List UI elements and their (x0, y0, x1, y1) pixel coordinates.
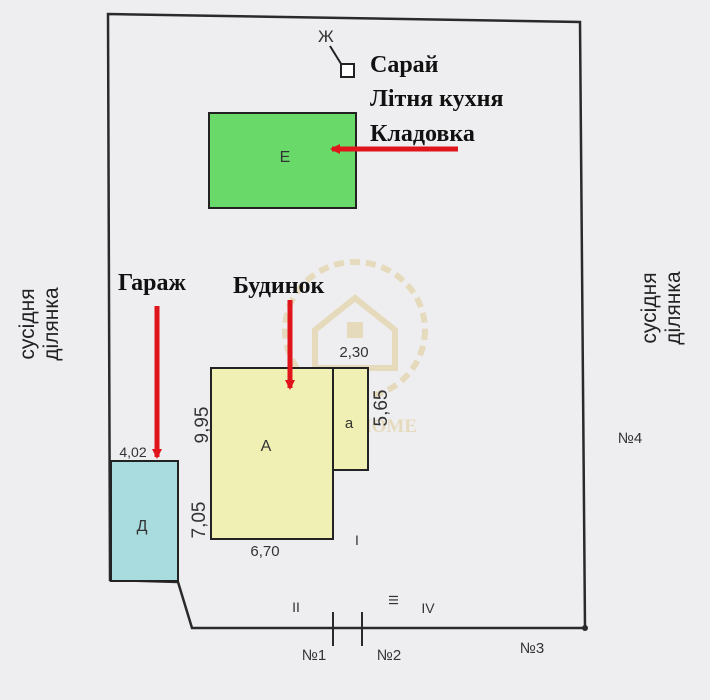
main-house-a (210, 367, 334, 540)
garage-d (110, 460, 179, 582)
neighbor-right-line-2: ділянка (662, 271, 685, 345)
corner-iv: IV (421, 600, 435, 616)
plot-boundary (106, 12, 587, 630)
corner-dot (582, 625, 588, 631)
corner-iii: III (386, 595, 401, 606)
dim-annex-width: 2,30 (339, 344, 368, 361)
dim-garage-depth: 7,05 (189, 502, 210, 539)
neighbor-left-label: сусідня ділянка (16, 274, 64, 374)
label-storeroom: Кладовка (370, 121, 475, 147)
label-house: Будинок (233, 273, 325, 299)
well-symbol: Ж (318, 27, 355, 78)
dim-annex-depth: 5,65 (371, 390, 392, 427)
neighbor-right-line-1: сусідня (638, 272, 661, 344)
label-shed: Сарай (370, 52, 439, 78)
corner-ii: II (292, 599, 300, 615)
neighbor-left-line-2: ділянка (40, 287, 63, 361)
garage-letter: Д (137, 518, 148, 535)
dim-garage-width: 4,02 (119, 444, 146, 460)
dim-house-depth: 9,95 (192, 407, 213, 444)
boundary-n2: №2 (377, 647, 401, 664)
dim-house-width: 6,70 (250, 543, 279, 560)
main-house-letter: А (261, 438, 272, 455)
label-summer-kitchen: Літня кухня (370, 86, 503, 112)
annex-letter: а (345, 415, 354, 432)
boundary-n4: №4 (618, 430, 642, 447)
neighbor-left-line-1: сусідня (16, 288, 39, 360)
boundary-n3: №3 (520, 640, 544, 657)
boundary-n1: №1 (302, 647, 326, 664)
well-marker: Ж (318, 27, 334, 46)
outbuilding-e (208, 112, 357, 209)
label-garage: Гараж (118, 270, 187, 296)
corner-i: I (355, 532, 359, 548)
annex-a (332, 367, 369, 471)
neighbor-right-label: сусідня ділянка (638, 258, 686, 358)
outbuilding-letter: Е (280, 149, 291, 166)
